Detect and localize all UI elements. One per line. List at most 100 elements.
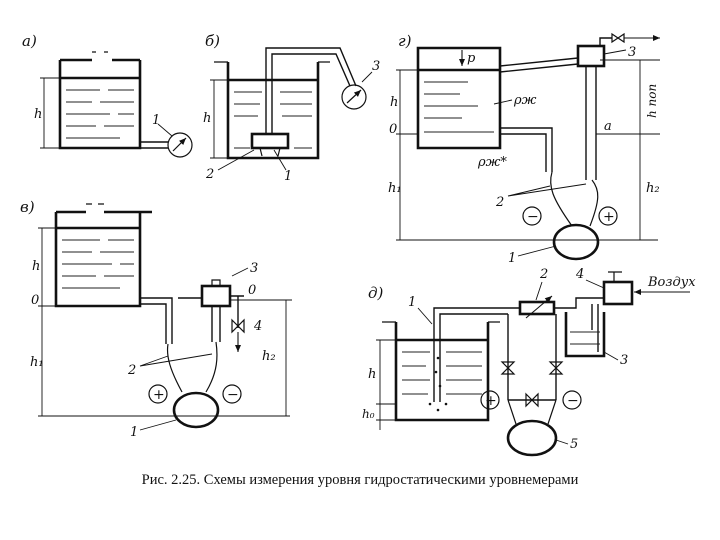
leader-d-5	[555, 439, 569, 445]
bubbler-d-liquid	[570, 331, 600, 345]
tank-g-top-pipe	[499, 57, 579, 73]
leader-g-3	[603, 49, 627, 55]
level-measurement-diagram: а) h 1 б)	[20, 32, 696, 457]
leader-b-2	[217, 149, 255, 171]
label-g-1: 1	[508, 251, 516, 266]
label-v-minus: −	[227, 387, 239, 403]
dim-g-h1	[396, 134, 658, 241]
tank-d-bubbles	[428, 356, 448, 412]
valve-d-right	[548, 361, 564, 375]
dim-d-h	[376, 339, 396, 430]
label-g-3: 3	[628, 45, 636, 60]
transducer-g	[552, 223, 600, 261]
tank-v-liquid-lines	[62, 239, 134, 289]
panel-a: а) h 1	[22, 32, 193, 158]
label-b-2: 2	[205, 167, 214, 182]
port-d-plus	[480, 390, 500, 410]
label-d-h: h	[368, 367, 376, 382]
label-g-hpop: h поп	[645, 84, 659, 118]
leader-d-2	[535, 281, 543, 301]
label-v-2: 2	[127, 363, 136, 378]
label-a-h: h	[34, 107, 42, 122]
tank-g-body	[416, 46, 502, 150]
separator-g	[576, 44, 606, 68]
port-d-minus	[562, 390, 582, 410]
leader-b-3	[361, 71, 373, 83]
label-v-h2: h₂	[262, 349, 276, 364]
separator-v	[200, 284, 232, 308]
dim-g-hpop	[596, 59, 660, 135]
dim-v-h2	[230, 299, 292, 416]
gauge-a	[167, 132, 193, 158]
label-g-zero: 0	[389, 122, 397, 137]
leader-g-rho	[493, 99, 513, 105]
panel-v: в) + − 3 4 2 1 h 0 h₁	[20, 198, 292, 440]
figure-caption: Рис. 2.25. Схемы измерения уровня гидрос…	[141, 472, 579, 488]
label-b-1: 1	[284, 169, 292, 184]
dim-v-h1	[38, 306, 290, 417]
tank-g-vent-line	[599, 37, 612, 46]
label-b-h: h	[203, 111, 211, 126]
valve-d-left	[500, 361, 516, 375]
flow-indicator-d-arrow	[525, 295, 553, 319]
label-g-h2: h₂	[646, 181, 660, 196]
label-v-4: 4	[253, 319, 262, 334]
panel-b: б) h 2 1 3	[203, 32, 380, 184]
transducer-d	[506, 419, 558, 457]
tank-v-impulse-left	[140, 297, 202, 344]
leader-g-1	[517, 245, 557, 257]
label-d-3: 3	[620, 353, 628, 368]
dim-v-h	[38, 227, 56, 307]
tank-d-bubble-tube	[433, 307, 508, 402]
valve-v	[231, 318, 245, 334]
tank-v-sensor-lines	[166, 341, 218, 393]
tank-g-impulse-left	[500, 127, 553, 172]
reducer-d-handle	[608, 271, 622, 282]
leader-d-1	[417, 307, 433, 325]
tank-g-impulse-right	[585, 66, 597, 180]
separator-v-cap	[211, 279, 221, 286]
label-v-h1: h₁	[30, 355, 44, 370]
label-d-air: Воздух	[647, 275, 696, 290]
tank-d-manometer-lines	[507, 314, 557, 400]
panel-d: д) Воздух 3 4 2 1	[362, 267, 696, 457]
label-d-plus: +	[485, 393, 497, 409]
tank-d-air-line	[508, 297, 604, 309]
label-g-minus: −	[527, 209, 539, 225]
label-g-rho: ρж	[513, 93, 537, 108]
label-v-3: 3	[250, 261, 258, 276]
tank-b-liquid-lines	[234, 91, 312, 149]
label-d-5: 5	[570, 437, 578, 452]
label-g-2: 2	[495, 195, 504, 210]
gauge-b	[341, 84, 367, 110]
panel-d-letter: д)	[368, 284, 384, 302]
panel-v-letter: в)	[20, 198, 35, 216]
port-g-minus	[522, 206, 542, 226]
panel-g: г) p ρж 3 − + ρж* 2 1 h	[388, 32, 660, 266]
label-d-2: 2	[539, 267, 548, 282]
panel-a-letter: а)	[22, 32, 37, 50]
leader-d-4	[585, 279, 605, 289]
valve-g	[611, 32, 625, 44]
label-d-4: 4	[575, 267, 584, 282]
reducer-d	[602, 280, 634, 306]
tank-g-sensor-lines	[550, 171, 599, 227]
port-g-plus	[598, 206, 618, 226]
label-g-plus: +	[603, 209, 615, 225]
dim-g-h	[396, 69, 418, 135]
label-d-h0: h₀	[362, 407, 375, 421]
valve-d-equalizer	[525, 392, 539, 408]
tank-d-walls	[394, 322, 490, 422]
tank-b-walls	[226, 62, 320, 160]
leader-v-3	[231, 267, 249, 277]
label-d-minus: −	[567, 393, 579, 409]
leader-b-1	[273, 149, 287, 171]
tank-b-capillary	[265, 47, 357, 134]
label-v-zero-left: 0	[31, 293, 39, 308]
tank-d-liquid-lines	[402, 351, 482, 395]
leader-v-2	[139, 353, 213, 367]
bubbler-d	[564, 312, 606, 358]
label-g-h: h	[390, 95, 398, 110]
tank-v-impulse-right	[211, 295, 244, 342]
dim-a-h	[40, 77, 60, 149]
